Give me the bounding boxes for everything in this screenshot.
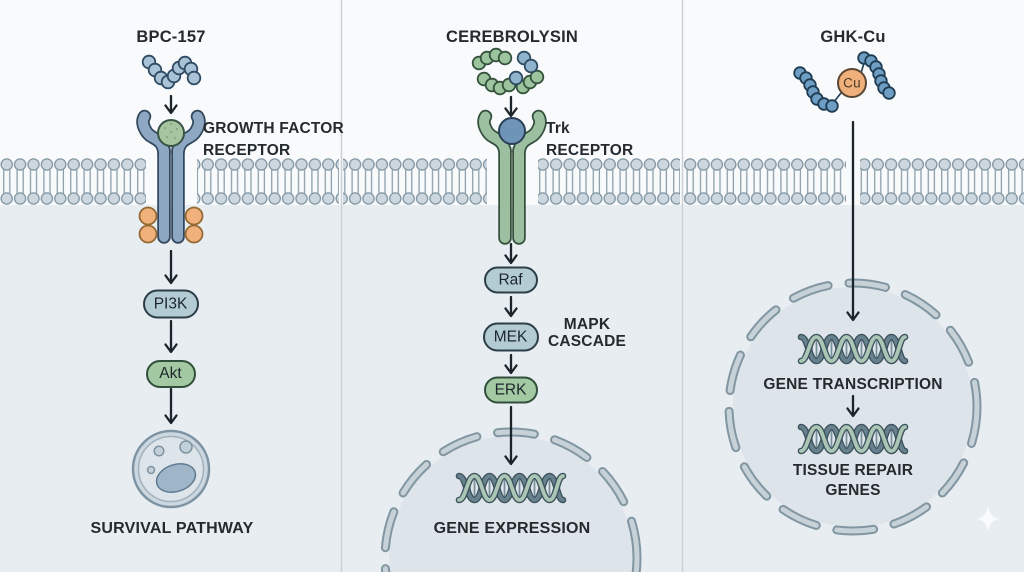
receptor-label-line2: RECEPTOR (546, 142, 634, 159)
growth-factor-receptor-icon (136, 109, 206, 244)
bpc157-peptide-icon (141, 54, 202, 90)
node-raf: Raf (483, 266, 538, 294)
flow-arrows (164, 94, 860, 466)
cell-icon (131, 429, 211, 509)
outcome-label-line2: GENES (825, 482, 881, 499)
copper-ion-label: Cu (843, 75, 861, 91)
growth-factor-ligand-icon (157, 119, 185, 147)
outcome-label: SURVIVAL PATHWAY (90, 520, 254, 537)
cascade-note-line1: MAPK (563, 316, 611, 333)
panel-title-cerebrolysin: CEREBROLYSIN (446, 28, 578, 46)
outcome-label-line1: TISSUE REPAIR (792, 462, 914, 479)
panel-title-bpc157: BPC-157 (136, 28, 206, 46)
copper-ion-icon (837, 68, 867, 98)
outcome-label: GENE EXPRESSION (433, 520, 591, 537)
cell-membrane (0, 158, 1024, 205)
trk-ligand-icon (498, 117, 526, 145)
panel-title-ghk-cu: GHK-Cu (820, 28, 886, 46)
node-erk: ERK (483, 376, 538, 404)
receptor-label-line1: GROWTH FACTOR (203, 120, 344, 137)
node-mek: MEK (482, 322, 539, 352)
receptor-label-line2: RECEPTOR (203, 142, 291, 159)
node-pi3k: PI3K (142, 289, 199, 319)
cerebrolysin-peptide-cluster-icon (471, 47, 545, 96)
sparkle-icon (977, 506, 999, 532)
step-label: GENE TRANSCRIPTION (763, 376, 943, 393)
ghk-cu-complex-icon (793, 51, 896, 113)
trk-receptor-icon (477, 109, 547, 245)
receptor-label-line1: Trk (546, 120, 570, 137)
node-akt: Akt (145, 360, 196, 388)
phosphate-groups-icon (138, 206, 204, 244)
cascade-note-line2: CASCADE (547, 333, 627, 350)
